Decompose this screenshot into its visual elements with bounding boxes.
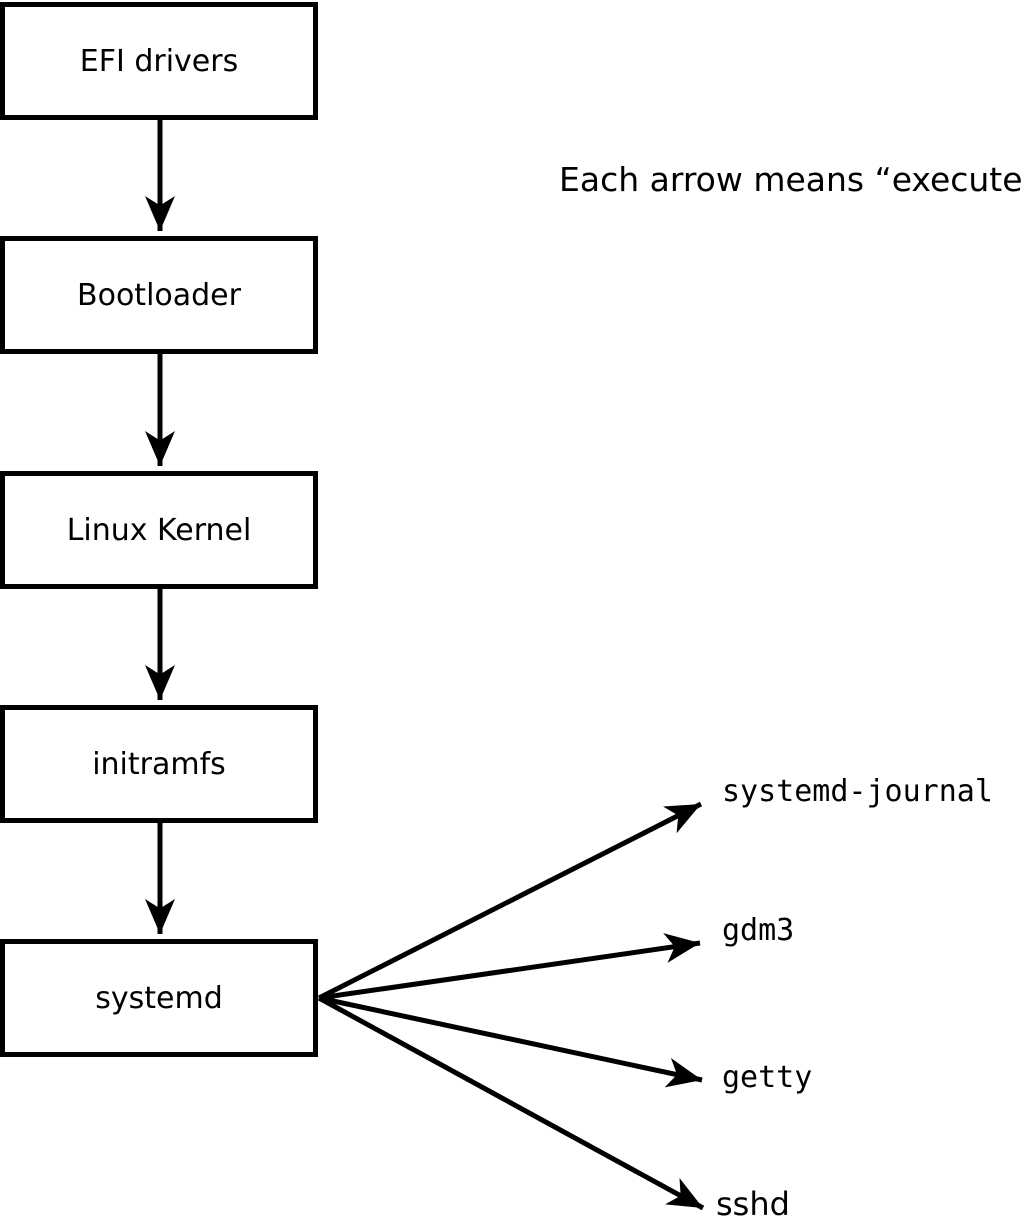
arrow-systemd-to-getty [318,995,703,1088]
systemd-label: systemd [95,980,223,1016]
getty-label: getty [722,1060,813,1095]
linux-kernel-box: Linux Kernel [0,471,318,589]
bootloader-box: Bootloader [0,236,318,354]
arrow-systemd-to-gdm3 [318,933,701,1001]
arrow-systemd-to-journal [317,801,703,1001]
diagram-caption: Each arrow means “executes”. [559,160,1023,199]
systemd-box: systemd [0,939,318,1057]
efi-drivers-label: EFI drivers [79,43,239,79]
arrow-systemd-to-sshd [317,995,705,1211]
bootloader-label: Bootloader [77,277,241,313]
linux-kernel-label: Linux Kernel [66,512,252,548]
initramfs-box: initramfs [0,705,318,823]
systemd-journal-label: systemd-journal [722,774,993,809]
gdm3-label: gdm3 [722,913,795,948]
efi-drivers-box: EFI drivers [0,2,318,120]
initramfs-label: initramfs [92,746,226,782]
sshd-label: sshd [716,1185,790,1223]
